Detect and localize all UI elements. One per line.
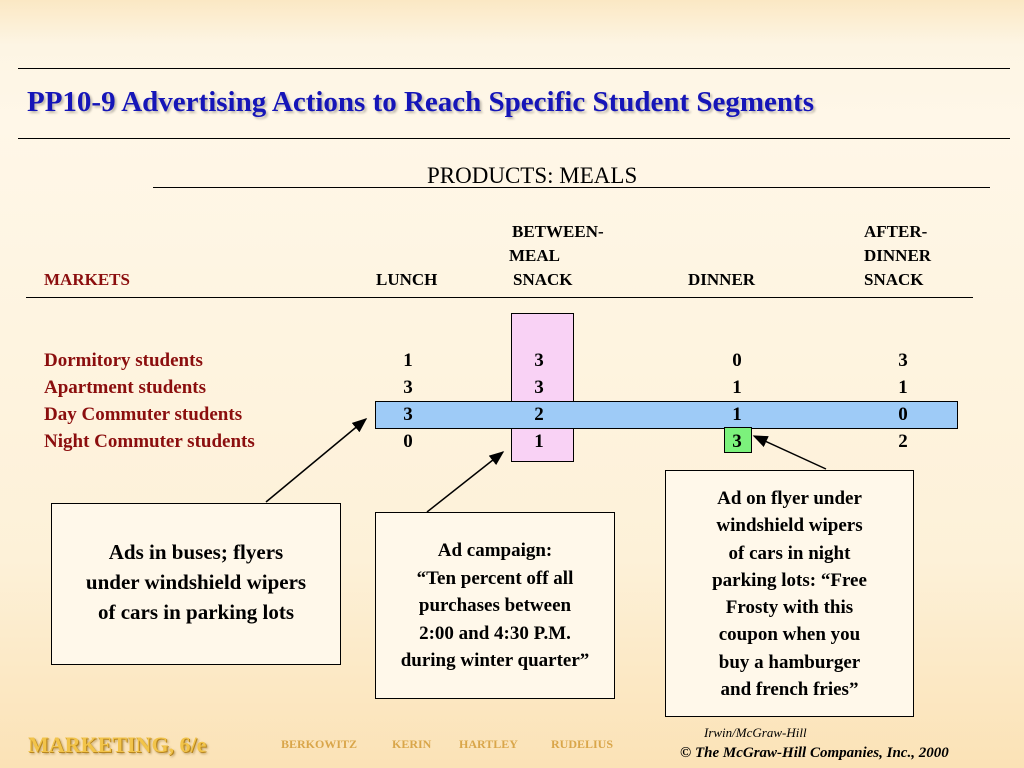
header-between-meal-3: SNACK (513, 270, 573, 289)
cell-night-commuter-snack: 1 (534, 431, 544, 452)
footer-author-4: RUDELIUS (551, 737, 614, 751)
cell-night-commuter-after: 2 (898, 431, 908, 452)
row-label-day-commuter: Day Commuter students (44, 404, 243, 425)
footer-author-1: BERKOWITZ (281, 737, 358, 751)
cell-dormitory-dinner: 0 (732, 350, 742, 371)
callout-buses-line-2: under windshield wipers (85, 570, 307, 594)
callout-campaign: Ad campaign: “Ten percent off all purcha… (375, 512, 615, 699)
arrow-campaign (426, 451, 505, 513)
header-rule (26, 297, 973, 298)
callout-flyer-line-1: Ad on flyer under (717, 488, 862, 509)
arrow-flyer (752, 435, 827, 470)
title-bottom-rule (18, 138, 1010, 139)
cell-apartment-lunch: 3 (403, 377, 413, 398)
cell-day-commuter-lunch: 3 (403, 404, 413, 425)
cell-day-commuter-after: 0 (898, 404, 908, 425)
cell-dormitory-after: 3 (898, 350, 908, 371)
cell-highlight-night-dinner (724, 427, 752, 453)
cell-day-commuter-dinner: 1 (732, 404, 742, 425)
header-dinner: DINNER (688, 270, 756, 289)
cell-apartment-dinner: 1 (732, 377, 742, 398)
callout-flyer-line-5: Frosty with this (725, 597, 854, 619)
header-lunch: LUNCH (376, 270, 438, 289)
callout-flyer-line-2: windshield wipers (716, 515, 863, 537)
callout-flyer-line-8: and french fries” (720, 679, 859, 701)
slide-title: PP10-9 Advertising Actions to Reach Spec… (27, 86, 814, 118)
cell-dormitory-snack: 3 (534, 350, 544, 371)
callout-campaign-line-3: purchases between (418, 595, 572, 616)
footer-publisher: Irwin/McGraw-Hill (704, 725, 807, 740)
footer-author-3: HARTLEY (459, 737, 518, 751)
row-label-night-commuter: Night Commuter students (44, 431, 255, 452)
header-between-meal-1: BETWEEN- (512, 222, 604, 241)
callout-campaign-line-1: Ad campaign: (437, 540, 553, 561)
header-after-dinner-3: SNACK (864, 270, 924, 289)
cell-night-commuter-lunch: 0 (403, 431, 413, 452)
cell-day-commuter-snack: 2 (534, 404, 544, 425)
cell-night-commuter-dinner: 3 (732, 431, 742, 452)
row-label-dormitory: Dormitory students (44, 350, 203, 371)
callout-flyer-line-4: parking lots: “Free (712, 569, 867, 591)
column-highlight-between-meal (511, 313, 574, 462)
callout-buses-line-3: of cars in parking lots (97, 600, 294, 624)
footer-author-2: KERIN (392, 737, 432, 751)
callout-buses: Ads in buses; flyers under windshield wi… (51, 503, 341, 665)
header-markets: MARKETS (44, 270, 130, 289)
arrow-buses (265, 418, 368, 503)
products-rule (153, 187, 990, 188)
callout-campaign-line-5: during winter quarter” (400, 650, 590, 671)
callout-buses-line-1: Ads in buses; flyers (108, 540, 284, 564)
products-heading: PRODUCTS: MEALS (427, 163, 638, 188)
header-between-meal-2: MEAL (509, 246, 560, 265)
header-after-dinner-2: DINNER (864, 246, 932, 265)
callout-flyer: Ad on flyer under windshield wipers of c… (665, 470, 914, 717)
callout-flyer-line-7: buy a hamburger (718, 651, 861, 673)
cell-apartment-after: 1 (898, 377, 908, 398)
row-label-apartment: Apartment students (44, 377, 207, 398)
callout-flyer-line-6: coupon when you (718, 624, 861, 646)
row-highlight-day-commuter (375, 401, 958, 429)
callout-campaign-line-2: “Ten percent off all (416, 567, 574, 589)
cell-apartment-snack: 3 (534, 377, 544, 398)
header-after-dinner-1: AFTER- (864, 222, 928, 241)
footer-brand: MARKETING, 6/e (28, 732, 207, 757)
cell-dormitory-lunch: 1 (403, 350, 413, 371)
title-top-rule (18, 68, 1010, 69)
callout-campaign-line-4: 2:00 and 4:30 P.M. (419, 622, 571, 644)
callout-flyer-line-3: of cars in night (728, 542, 851, 564)
footer-copyright: © The McGraw-Hill Companies, Inc., 2000 (680, 745, 949, 761)
